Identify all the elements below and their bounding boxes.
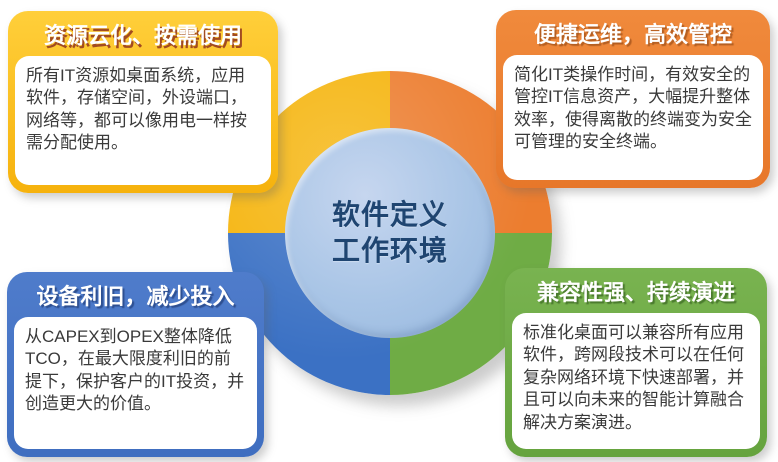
card-compatibility-evolution: 兼容性强、持续演进 标准化桌面可以兼容所有应用软件，跨网段技术可以在任何复杂网络…	[505, 268, 767, 457]
card-title: 便捷运维，高效管控	[533, 21, 732, 47]
card-title: 资源云化、按需使用	[43, 22, 242, 48]
card-title: 兼容性强、持续演进	[536, 279, 735, 305]
card-body-text: 所有IT资源如桌面系统，应用软件，存储空间，外设端口，网络等，都可以像用电一样按…	[15, 56, 271, 185]
center-title-line1: 软件定义	[331, 198, 448, 230]
center-title-line2: 工作环境	[331, 235, 448, 266]
card-body-text: 简化IT类操作时间，有效安全的管控IT信息资产，大幅提升整体效率，使得离散的终端…	[503, 55, 763, 180]
card-body-text: 从CAPEX到OPEX整体降低TCO，在最大限度利旧的前提下，保护客户的IT投资…	[14, 317, 257, 449]
card-body-text: 标准化桌面可以兼容所有应用软件，跨网段技术可以在任何复杂网络环境下快速部署，并且…	[512, 313, 760, 449]
card-resource-cloudification: 资源云化、按需使用 所有IT资源如桌面系统，应用软件，存储空间，外设端口，网络等…	[8, 11, 278, 193]
card-device-reuse: 设备利旧，减少投入 从CAPEX到OPEX整体降低TCO，在最大限度利旧的前提下…	[7, 272, 264, 457]
center-circle: 软件定义 工作环境	[285, 128, 495, 338]
card-easy-ops-management: 便捷运维，高效管控 简化IT类操作时间，有效安全的管控IT信息资产，大幅提升整体…	[496, 10, 770, 188]
card-title: 设备利旧，减少投入	[36, 283, 235, 309]
center-title: 软件定义 工作环境	[332, 197, 448, 270]
